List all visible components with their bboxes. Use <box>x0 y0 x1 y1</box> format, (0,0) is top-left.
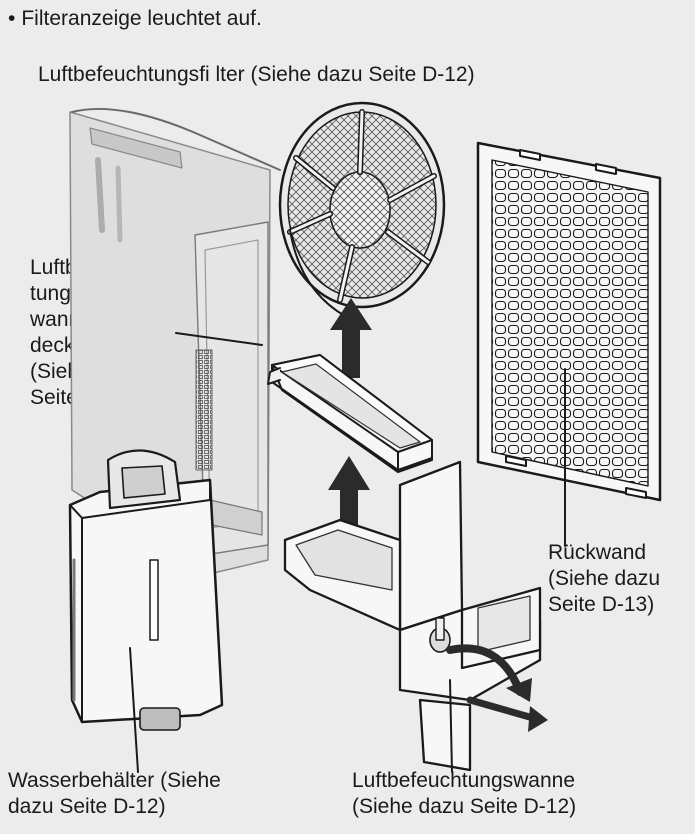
water-tank-leader-line <box>129 647 139 773</box>
note-text: Filteranzeige leuchtet auf. <box>21 7 262 30</box>
up-arrow-icon <box>328 456 370 540</box>
humidifier-tray <box>283 460 542 772</box>
bullet: • <box>8 7 16 30</box>
back-panel-label: Rückwand (Siehe dazu Seite D-13) <box>548 540 660 618</box>
back-panel-label-line: Seite D-13) <box>548 593 655 616</box>
humidifier-filter-label: Luftbefeuchtungsfi lter (Siehe dazu Seit… <box>38 63 475 86</box>
water-tank-label-line: Wasserbehälter (Siehe <box>8 769 221 792</box>
humidifier-tray-leader-line <box>449 679 453 773</box>
back-panel-label-line: (Siehe dazu <box>548 567 661 590</box>
humidifier-tray-label: Luftbefeuchtungswanne (Siehe dazu Seite … <box>352 768 576 820</box>
tray-cover-leader-line <box>175 332 263 346</box>
up-arrow-icon <box>330 298 372 378</box>
back-panel-label-line: Rückwand <box>548 541 647 564</box>
back-panel <box>476 141 662 502</box>
curved-arrow-icon <box>446 644 548 732</box>
humidifier-tray-label-line: Luftbefeuchtungswanne <box>352 769 576 792</box>
tray-cover <box>267 354 433 473</box>
water-tank-label: Wasserbehälter (Siehe dazu Seite D-12) <box>8 768 221 820</box>
humidifier-tray-label-line: (Siehe dazu Seite D-12) <box>352 795 577 818</box>
water-tank <box>68 449 224 731</box>
humidifier-filter <box>278 101 446 317</box>
water-tank-label-line: dazu Seite D-12) <box>8 795 166 818</box>
filter-indicator-note: •Filteranzeige leuchtet auf. <box>8 6 262 32</box>
